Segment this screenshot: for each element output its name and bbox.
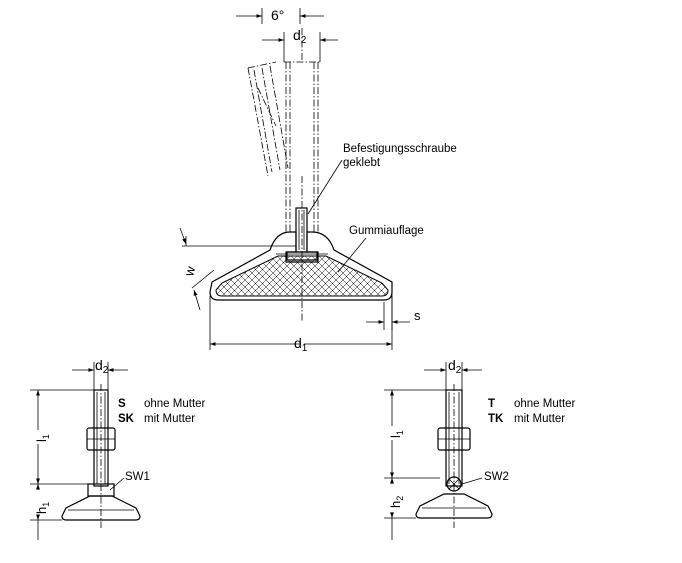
code-sk-text: mit Mutter: [144, 413, 195, 425]
code-sk: SK: [118, 413, 135, 425]
screw-leader: Befestigungsschraube geklebt: [307, 143, 457, 215]
left-h1-label: h1: [34, 502, 51, 514]
angle-label: 6°: [271, 7, 284, 23]
variant-s-sk: d2 l1 h1 SW1 S ohne Mutter SK mit Mut: [30, 357, 206, 540]
screw-label-line2: geklebt: [343, 157, 381, 169]
main-view: 6° d2: [179, 7, 457, 354]
code-t: T: [488, 398, 495, 410]
s-label: s: [414, 308, 421, 323]
variant-t-tk: d2 l1 h2 SW2 T ohne Mutter TK: [384, 357, 576, 540]
rubber-leader: Gummiauflage: [337, 225, 424, 273]
w-dimension: w: [179, 227, 296, 311]
code-s-text: ohne Mutter: [144, 398, 206, 410]
d1-dimension: d1: [209, 296, 393, 354]
w-label: w: [181, 264, 198, 279]
levelling-foot-base: [209, 231, 393, 301]
right-l1-label: l1: [388, 430, 405, 438]
threaded-stud-tilted: [247, 61, 289, 177]
rubber-label: Gummiauflage: [349, 225, 424, 237]
d2-label: d2: [293, 27, 307, 46]
angle-dimension: 6°: [236, 7, 324, 24]
code-s: S: [118, 398, 126, 410]
left-d2-label: d2: [95, 357, 109, 376]
code-tk-text: mit Mutter: [514, 413, 565, 425]
code-t-text: ohne Mutter: [514, 398, 576, 410]
threaded-stud-vertical: [284, 28, 320, 232]
d1-label: d1: [294, 335, 308, 354]
right-d2-label: d2: [448, 357, 462, 376]
screw-label-line1: Befestigungsschraube: [343, 143, 457, 155]
sw1-label: SW1: [125, 471, 150, 483]
d2-dimension-top: d2: [262, 27, 338, 62]
right-h2-label: h2: [388, 496, 405, 508]
code-tk: TK: [488, 413, 504, 425]
left-l1-label: l1: [34, 434, 51, 442]
sw2-label: SW2: [484, 471, 509, 483]
